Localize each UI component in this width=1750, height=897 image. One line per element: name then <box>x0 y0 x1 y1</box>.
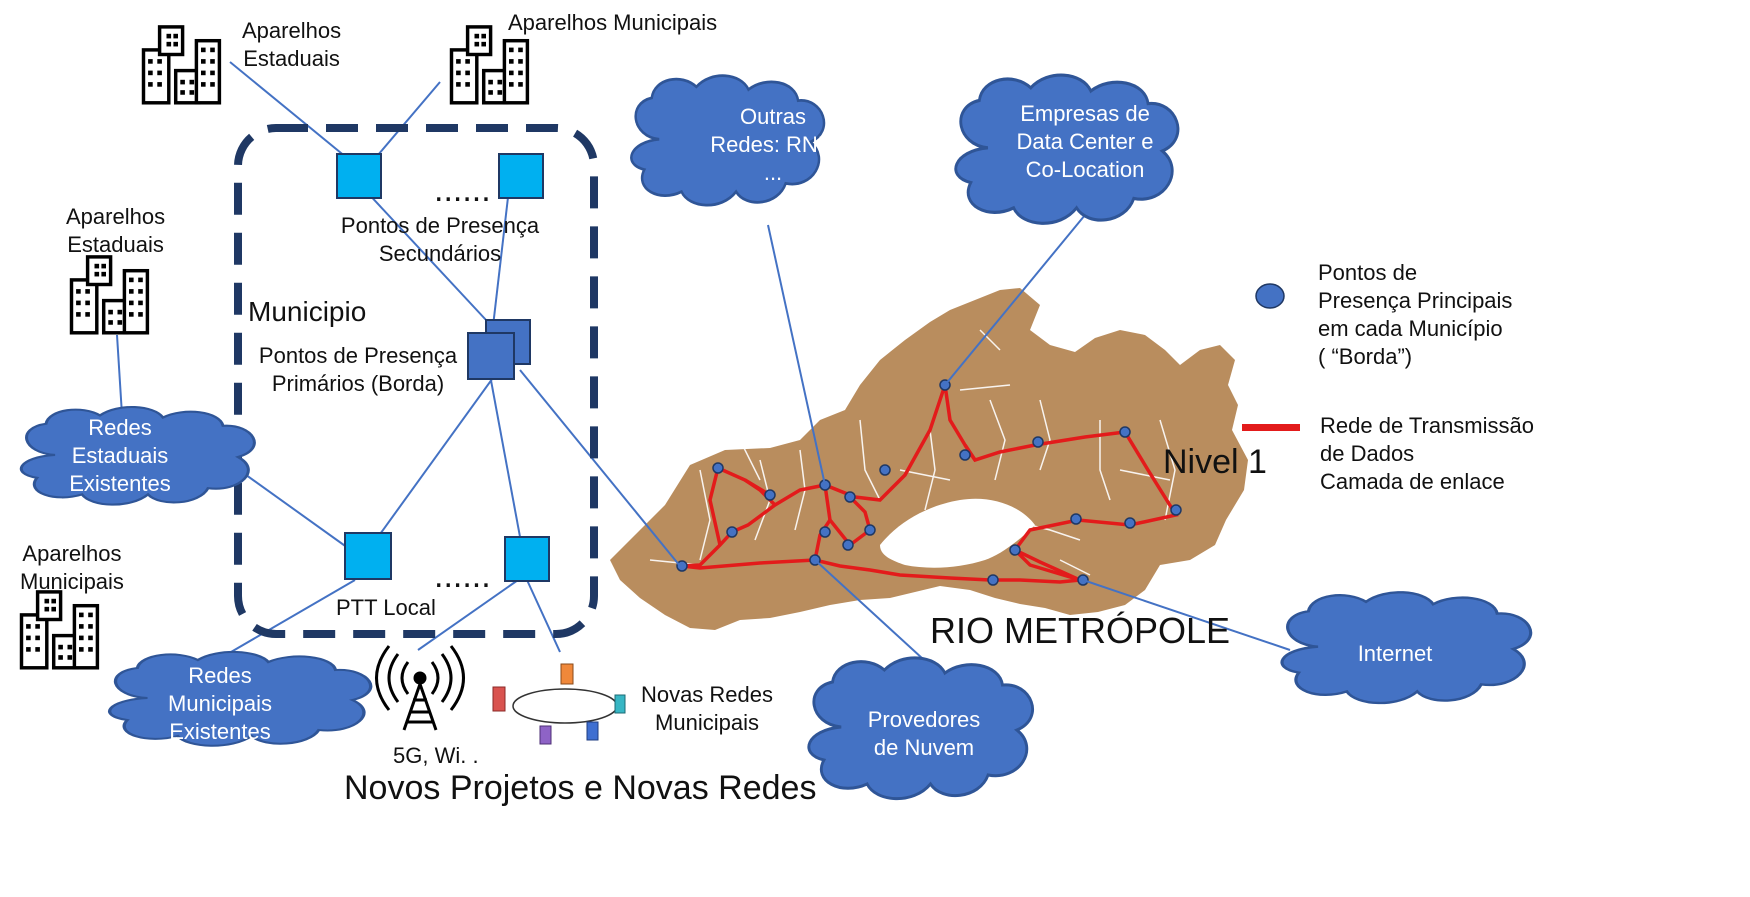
dots-ptt: ...... <box>434 557 491 595</box>
text-line: Pontos de <box>1318 260 1418 285</box>
connection-lines <box>116 61 1291 671</box>
label-aparelhos-municipais-top: Aparelhos Municipais <box>508 10 718 35</box>
label-pop-secundarios: Pontos de Presença Secundários <box>330 212 550 268</box>
label-redes-estaduais: Redes Estaduais Existentes <box>40 414 200 498</box>
text-line: Outras <box>739 104 807 129</box>
label-pop-primarios: Pontos de Presença Primários (Borda) <box>252 342 464 398</box>
label-municipio: Municipio <box>248 296 367 327</box>
ptt-local-square-1 <box>344 532 392 580</box>
label-ptt-local: PTT Local <box>336 595 436 620</box>
text-line: em cada Município <box>1318 316 1503 341</box>
label-5g-wifi: 5G, Wi. . <box>393 743 479 768</box>
label-data-center: Empresas de Data Center e Co-Location <box>990 100 1180 184</box>
legend-pop-principal-text: Pontos de Presença Principais em cada Mu… <box>1318 259 1512 371</box>
text-line: de Nuvem <box>873 735 975 760</box>
legend-pop-principal-icon <box>1255 283 1285 309</box>
municipio-boundary <box>234 124 598 638</box>
legend-transmission-line-icon <box>1242 424 1300 431</box>
building-icon-municipais-left <box>19 590 100 670</box>
pop-secundario-square-1 <box>336 153 382 199</box>
label-redes-municipais: Redes Municipais Existentes <box>140 662 300 746</box>
text-line: Redes <box>188 663 252 688</box>
text-line: Existentes <box>69 471 171 496</box>
text-line: Redes: RNP, <box>710 132 836 157</box>
pop-secundario-square-2 <box>498 153 544 199</box>
text-line: Pontos de Presença <box>258 343 458 368</box>
text-line: Provedores <box>867 707 981 732</box>
ptt-local-square-2 <box>504 536 550 582</box>
dots-secundarios: ...... <box>434 171 491 209</box>
text-line: Empresas de <box>1020 101 1150 126</box>
text-line: Rede de Transmissão <box>1320 413 1534 438</box>
legend-transmissao-text: Rede de Transmissão de Dados Camada de e… <box>1320 412 1534 496</box>
label-novos-projetos: Novos Projetos e Novas Redes <box>344 769 817 807</box>
text-line: Municipais <box>655 710 759 735</box>
text-line: Novas Redes <box>640 682 774 707</box>
text-line: Presença Principais <box>1318 288 1513 313</box>
building-icon-estaduais-top <box>141 25 222 105</box>
text-line: ( “Borda”) <box>1318 344 1413 369</box>
label-novas-redes: Novas Redes Municipais <box>632 681 782 737</box>
ring-network-icon <box>492 663 626 745</box>
text-line: Primários (Borda) <box>271 371 445 396</box>
label-outras-redes: Outras Redes: RNP, ... <box>688 103 858 187</box>
building-icon-municipais-top <box>449 25 530 105</box>
text-line: Data Center e <box>1016 129 1154 154</box>
text-line: Camada de enlace <box>1320 469 1505 494</box>
rio-metropole-map <box>610 288 1248 630</box>
label-provedores: Provedores de Nuvem <box>844 706 1004 762</box>
text-line: de Dados <box>1320 441 1415 466</box>
label-internet: Internet <box>1357 641 1433 666</box>
label-nivel-1: Nivel 1 <box>1163 443 1267 481</box>
label-rio-metropole: RIO METRÓPOLE <box>930 610 1231 651</box>
building-icon-estaduais-left <box>69 255 150 335</box>
text-line: Municipais <box>168 691 272 716</box>
text-line: Co-Location <box>1025 157 1145 182</box>
pop-primario-square-front <box>467 332 515 380</box>
text-line: ... <box>763 160 783 185</box>
text-line: Existentes <box>169 719 271 744</box>
text-line: Estaduais <box>71 443 169 468</box>
antenna-icon <box>375 645 465 731</box>
text-line: Pontos de Presença <box>340 213 540 238</box>
text-line: Redes <box>88 415 152 440</box>
text-line: Secundários <box>378 241 502 266</box>
